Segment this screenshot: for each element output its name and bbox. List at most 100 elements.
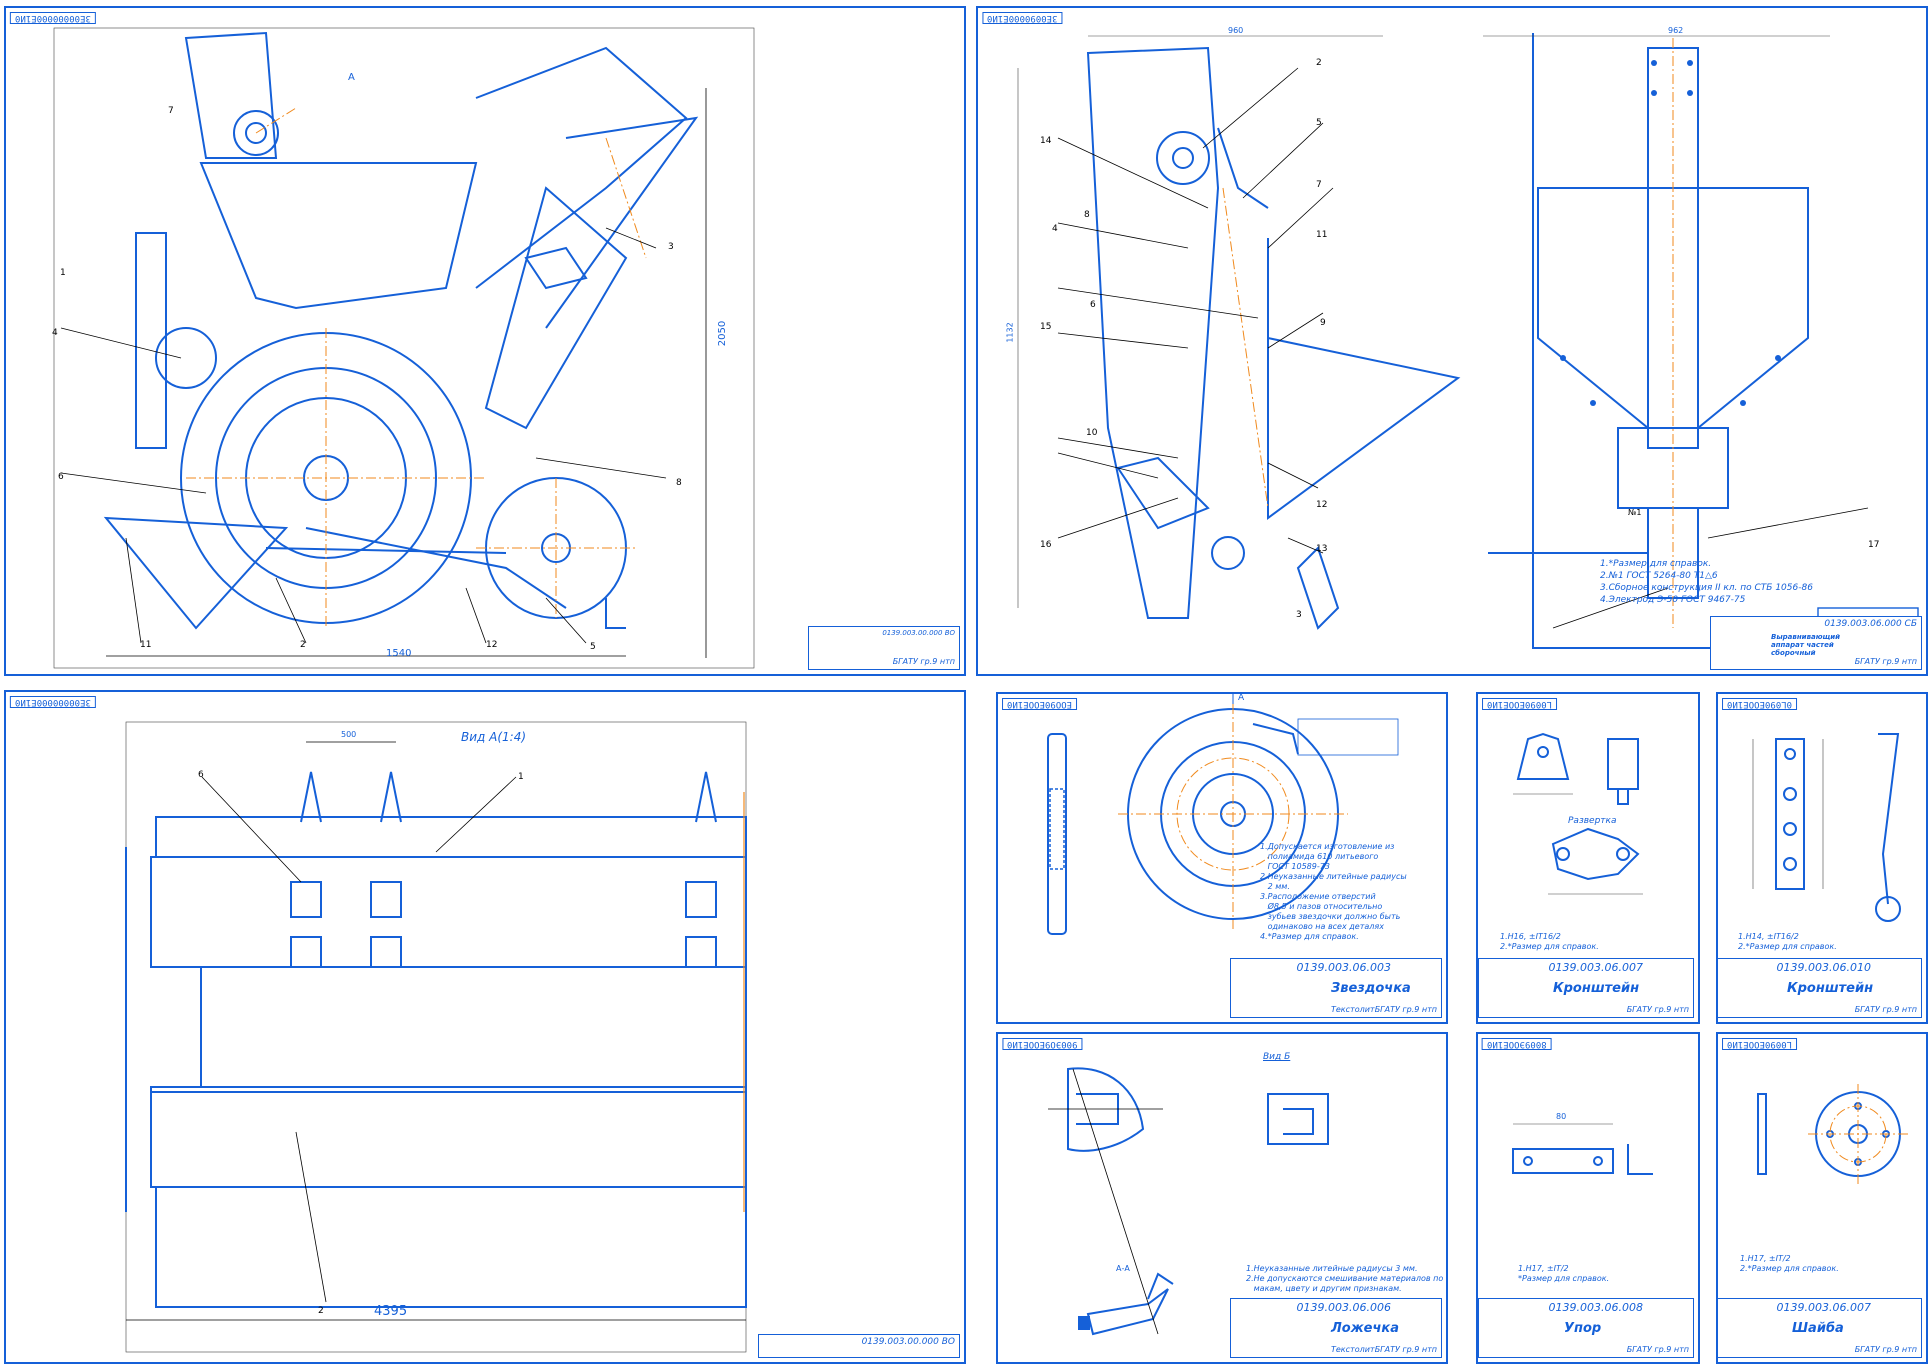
- sheet-bracket-010: 0L090ЕООЕ1И0 1.H14, ±IT16/2 2.*Размер дл…: [1716, 692, 1928, 1024]
- title-block: 0139.003.00.000 ВО: [758, 1334, 960, 1358]
- titleblock-org: БГАТУ гр.9 нтп: [1626, 1005, 1689, 1014]
- titleblock-org: БГАТУ гр.9 нтп: [892, 657, 955, 666]
- section-aa-label: А-А: [1116, 1264, 1130, 1273]
- titleblock-name: Ложечка: [1331, 1321, 1400, 1336]
- title-block: 0139.003.06.010 Кронштейн БГАТУ гр.9 нтп: [1718, 958, 1922, 1018]
- dim-top: 500: [341, 730, 357, 739]
- sheet-stop: 8009ЭООЕ1И0 80 1.H17, ±IT/2 *Размер для …: [1476, 1032, 1700, 1364]
- callout-number: 7: [168, 106, 174, 116]
- callout-number: 14: [1040, 136, 1052, 146]
- drawing-bracket-010: [1752, 733, 1901, 922]
- dim-length: 80: [1556, 1112, 1567, 1121]
- titleblock-name: Шайба: [1792, 1321, 1844, 1336]
- sheet-view-a: ЗЕ00000000Е1И0 Вид А(1:4) 500 4395: [4, 690, 966, 1364]
- technical-notes: 1.H16, ±IT16/2 2.*Размер для справок.: [1500, 932, 1599, 951]
- callout-number: 16: [1040, 540, 1052, 550]
- sheet-bracket-007: L0090ЕООЕ1И0 Развертка 1.H16, ±IT16/2 2.…: [1476, 692, 1700, 1024]
- callout-number: 8: [676, 478, 682, 488]
- callout-number: 1: [518, 772, 524, 782]
- drawing-stop: [1512, 1123, 1653, 1175]
- titleblock-org: БГАТУ гр.9 нтп: [1854, 1345, 1917, 1354]
- callout-number: 3: [1296, 610, 1302, 620]
- dim-height: 2050: [717, 320, 729, 347]
- drawing-washer: [1757, 1084, 1908, 1184]
- titleblock-name: Упор: [1564, 1321, 1602, 1336]
- callout-number: 11: [1316, 230, 1328, 240]
- titleblock-number: 0139.003.00.000 ВО: [861, 1337, 955, 1347]
- title-block: 0139.003.06.006 Ложечка Текстолит БГАТУ …: [1230, 1298, 1442, 1358]
- callout-number: 12: [1316, 500, 1328, 510]
- callout-number: 9: [1320, 318, 1326, 328]
- callout-number: 12: [486, 640, 498, 650]
- dim-right: 962: [1668, 26, 1684, 35]
- drawing-assembly: [1017, 33, 1919, 664]
- sheet-general-view: ЗЕ00000000Е1И0: [4, 6, 966, 676]
- title-block: 0139.003.06.003 Звездочка Текстолит БГАТ…: [1230, 958, 1442, 1018]
- callout-number: 7: [1316, 180, 1322, 190]
- callout-number: 6: [1090, 300, 1096, 310]
- callout-number: 2: [318, 1306, 324, 1316]
- drawing-general-view: [53, 27, 755, 669]
- technical-notes: 1.Неуказанные литейные радиусы 3 мм. 2.Н…: [1246, 1264, 1444, 1293]
- titleblock-number: 0139.003.00.000 ВО: [882, 629, 955, 637]
- title-block: 0139.003.00.000 ВО БГАТУ гр.9 нтп: [808, 626, 960, 670]
- technical-notes: 1.H17, ±IT/2 2.*Размер для справок.: [1740, 1254, 1839, 1273]
- razvertka-label: Развертка: [1568, 816, 1617, 826]
- view-b-label: Вид Б: [1263, 1052, 1291, 1062]
- sheet-spoon: 900ЭО9ЕООЕ1И0 Вид Б А-А 1.Неуказанные ли…: [996, 1032, 1448, 1364]
- titleblock-number: 0139.003.06.003: [1296, 961, 1391, 974]
- callout-number: 5: [1316, 118, 1322, 128]
- titleblock-org: БГАТУ гр.9 нтп: [1626, 1345, 1689, 1354]
- technical-notes: 1.H14, ±IT16/2 2.*Размер для справок.: [1738, 932, 1837, 951]
- title-block: 0139.003.06.007 Шайба БГАТУ гр.9 нтп: [1718, 1298, 1922, 1358]
- callout-number: 4: [52, 328, 58, 338]
- view-title: Вид А(1:4): [461, 730, 527, 744]
- titleblock-name: Кронштейн: [1553, 981, 1640, 996]
- dim-width: 1540: [386, 648, 412, 659]
- callout-number: 17: [1868, 540, 1880, 550]
- section-label: А: [1238, 693, 1245, 703]
- sheet-washer: L0090ЕООЕ1И0 1.H17, ±IT/2 2.*Размер для …: [1716, 1032, 1928, 1364]
- callout-number: 2: [1316, 58, 1322, 68]
- title-block: 0139.003.06.007 Кронштейн БГАТУ гр.9 нтп: [1478, 958, 1694, 1018]
- titleblock-number: 0139.003.06.006: [1296, 1301, 1391, 1314]
- callout-number: 11: [140, 640, 152, 650]
- callout-number: 5: [590, 642, 596, 652]
- technical-notes: 1.H17, ±IT/2 *Размер для справок.: [1518, 1264, 1610, 1283]
- sheet-sprocket: ЕОО90ЕООЕ1И0 А 1.Допускается изготовлени…: [996, 692, 1448, 1024]
- callout-number: 3: [668, 242, 674, 252]
- titleblock-number: 0139.003.06.000 СБ: [1824, 619, 1917, 629]
- titleblock-material: Текстолит: [1331, 1005, 1375, 1014]
- drawing-spoon: [1048, 1067, 1329, 1336]
- callout-number: 10: [1086, 428, 1098, 438]
- drawing-bracket-007: [1513, 732, 1643, 895]
- callout-number: 13: [1316, 544, 1328, 554]
- callout-number: 2: [300, 640, 306, 650]
- titleblock-number: 0139.003.06.010: [1776, 961, 1871, 974]
- dim-total: 4395: [374, 1304, 408, 1319]
- drawing-sprocket: [1047, 694, 1399, 935]
- weld-mark: №1: [1628, 508, 1642, 517]
- titleblock-material: Текстолит: [1331, 1345, 1375, 1354]
- titleblock-org: БГАТУ гр.9 нтп: [1854, 1005, 1917, 1014]
- callout-number: 6: [58, 472, 64, 482]
- callout-number: 6: [198, 770, 204, 780]
- sheet-leveling-apparatus: ЗЕ0090000Е1И0: [976, 6, 1928, 676]
- callout-number: 15: [1040, 322, 1052, 332]
- callout-number: 1: [60, 268, 66, 278]
- titleblock-name: Звездочка: [1331, 981, 1411, 996]
- titleblock-name: Выравнивающий аппарат частей сборочный: [1771, 633, 1841, 657]
- drawing-view-a: [125, 721, 747, 1353]
- dim-height: 1132: [1005, 322, 1015, 343]
- titleblock-number: 0139.003.06.008: [1548, 1301, 1643, 1314]
- titleblock-org: БГАТУ гр.9 нтп: [1854, 657, 1917, 666]
- view-arrow-label: А: [348, 72, 355, 83]
- dim-left: 960: [1228, 26, 1244, 35]
- titleblock-org: БГАТУ гр.9 нтп: [1374, 1345, 1437, 1354]
- title-block: 0139.003.06.008 Упор БГАТУ гр.9 нтп: [1478, 1298, 1694, 1358]
- callout-number: 8: [1084, 210, 1090, 220]
- technical-notes: 1.Допускается изготовление из полиамида …: [1260, 842, 1407, 941]
- titleblock-number: 0139.003.06.007: [1548, 961, 1643, 974]
- titleblock-name: Кронштейн: [1787, 981, 1874, 996]
- technical-notes: 1.*Размер для справок. 2.№1 ГОСТ 5264-80…: [1600, 559, 1813, 605]
